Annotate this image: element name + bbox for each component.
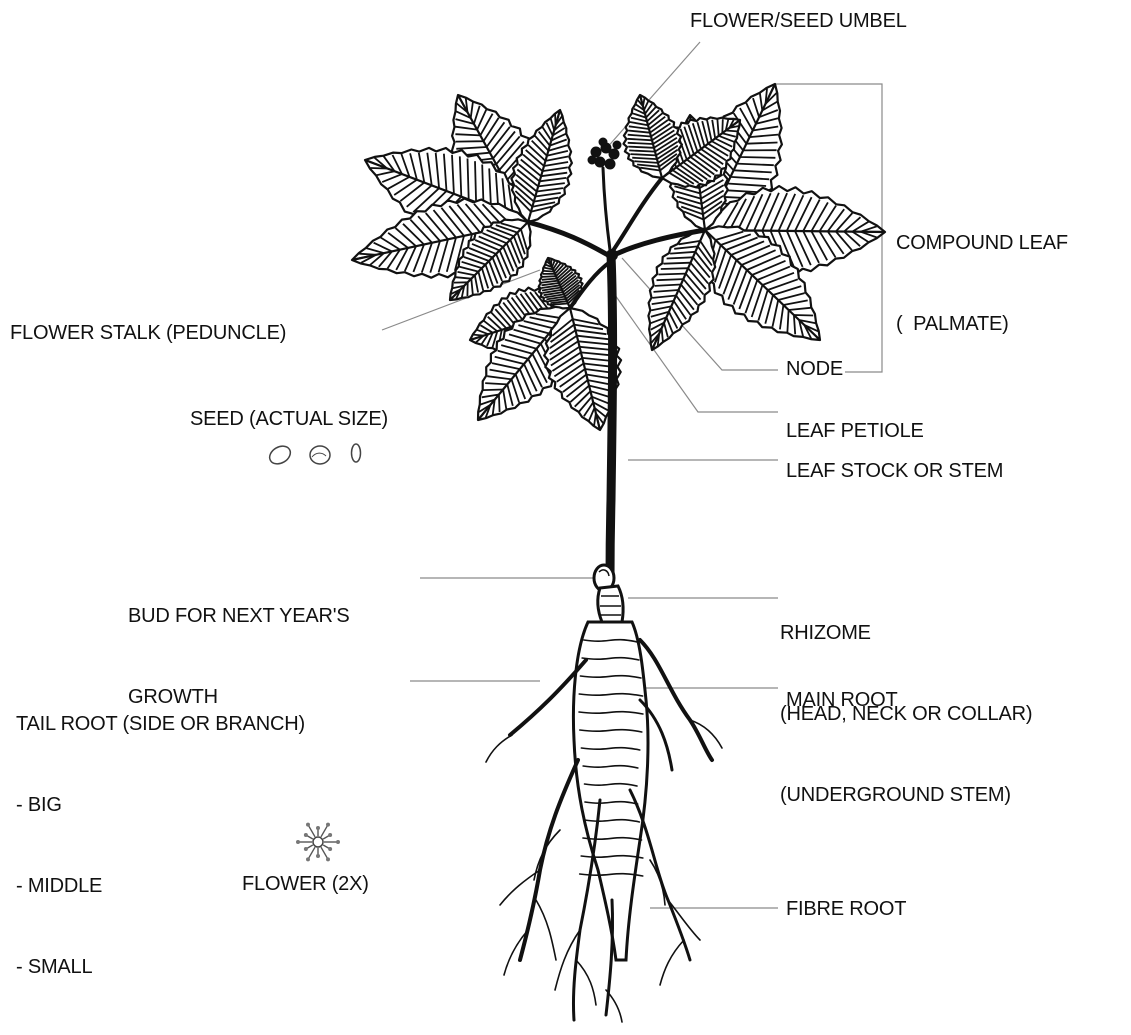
label-flower-seed-umbel: FLOWER/SEED UMBEL xyxy=(690,8,907,35)
rhizome xyxy=(598,586,623,622)
fibre-root xyxy=(486,735,512,762)
leaf-stock-stem xyxy=(610,255,613,580)
label-tail-root-small: - SMALL xyxy=(16,954,305,981)
fibre-root xyxy=(576,960,596,1005)
fibre-root xyxy=(536,900,556,960)
label-compound-leaf-line1: COMPOUND LEAF xyxy=(896,230,1068,257)
leaflet-right-4 xyxy=(648,230,715,350)
tail-root xyxy=(640,640,712,760)
label-tail-root: TAIL ROOT (SIDE OR BRANCH) - BIG - MIDDL… xyxy=(16,657,305,1035)
label-tail-root-big: - BIG xyxy=(16,792,305,819)
label-compound-leaf: COMPOUND LEAF ( PALMATE) xyxy=(896,176,1068,392)
label-rhizome-line3: (UNDERGROUND STEM) xyxy=(780,782,1032,809)
seeds-actual-size xyxy=(266,443,360,468)
root-system xyxy=(486,622,722,1022)
label-tail-root-line1: TAIL ROOT (SIDE OR BRANCH) xyxy=(16,711,305,738)
label-leaf-stock: LEAF STOCK OR STEM xyxy=(786,458,1003,485)
leaf-petiole-left xyxy=(528,222,608,255)
label-main-root: MAIN ROOT xyxy=(786,687,898,714)
fibre-root xyxy=(668,900,700,940)
label-flower: FLOWER (2X) xyxy=(242,871,369,898)
label-rhizome-line1: RHIZOME xyxy=(780,620,1032,647)
leaflet-left-4 xyxy=(511,110,572,222)
label-compound-leaf-line2: ( PALMATE) xyxy=(896,311,1068,338)
label-node: NODE xyxy=(786,356,843,383)
label-flower-stalk: FLOWER STALK (PEDUNCLE) xyxy=(10,320,286,347)
label-leaf-petiole: LEAF PETIOLE xyxy=(786,418,924,445)
label-fibre-root: FIBRE ROOT xyxy=(786,896,906,923)
label-rhizome: RHIZOME (HEAD, NECK OR COLLAR) (UNDERGRO… xyxy=(780,566,1032,863)
leaflet-upper-2 xyxy=(624,95,682,178)
node xyxy=(606,249,618,261)
flower-seed-umbel xyxy=(588,138,621,169)
label-seed: SEED (ACTUAL SIZE) xyxy=(190,406,388,433)
flower-stalk-peduncle xyxy=(603,168,610,250)
label-bud-line1: BUD FOR NEXT YEAR'S xyxy=(128,603,350,630)
fibre-root xyxy=(660,940,684,985)
